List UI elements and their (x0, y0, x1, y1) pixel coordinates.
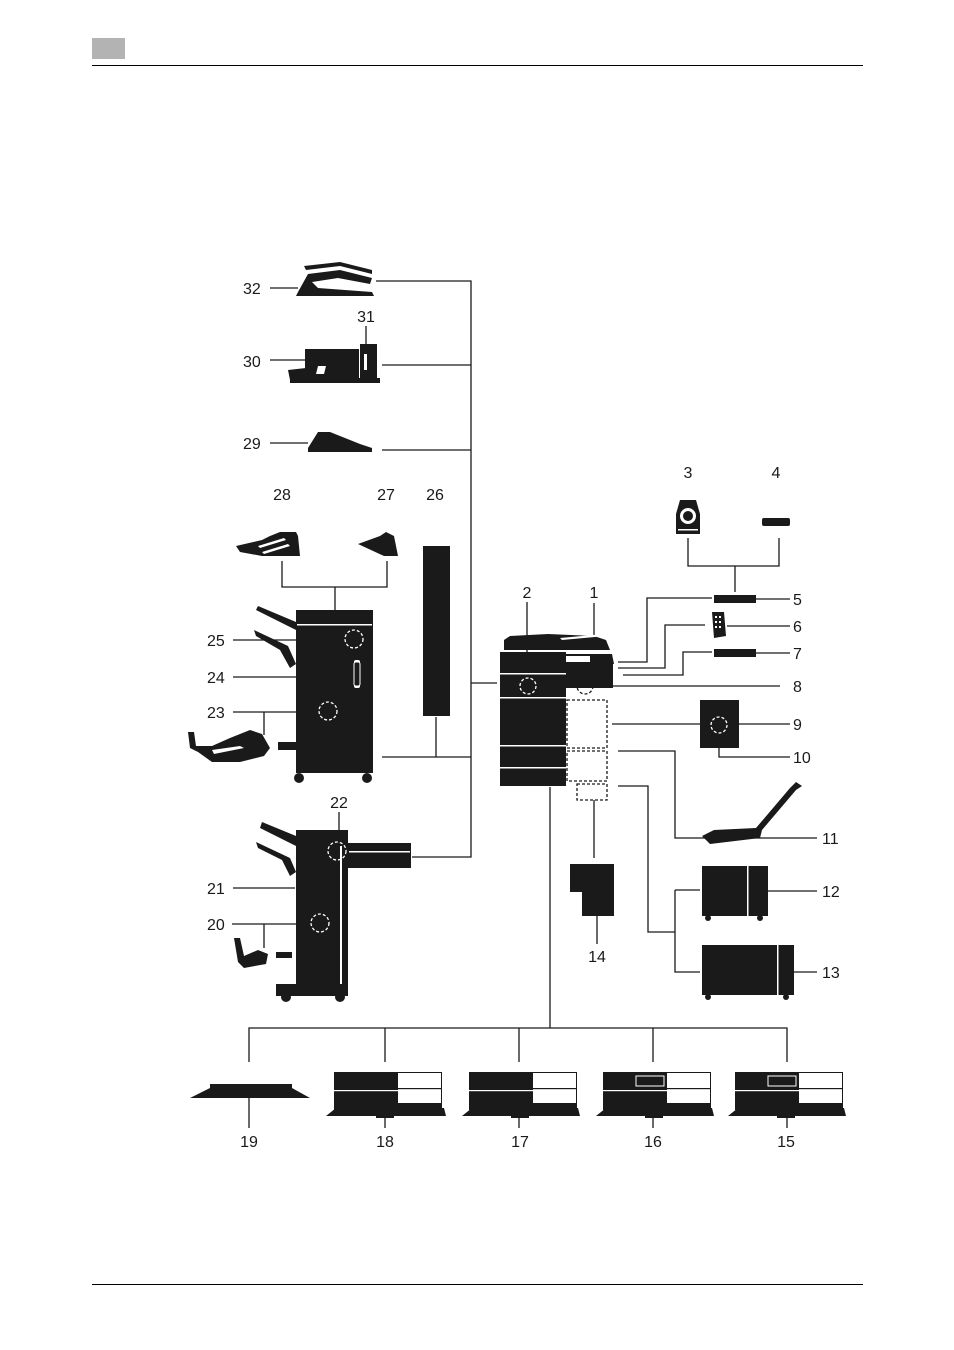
option-21-device (256, 822, 411, 1002)
callout-26: 26 (426, 487, 444, 504)
callout-15: 15 (777, 1134, 795, 1151)
option-20-device (234, 938, 292, 968)
callout-12: 12 (822, 884, 840, 901)
callout-22: 22 (330, 795, 348, 812)
callout-28: 28 (273, 487, 291, 504)
callout-17: 17 (511, 1134, 529, 1151)
callout-20: 20 (207, 917, 225, 934)
callout-29: 29 (243, 436, 261, 453)
option-30-device (288, 344, 380, 383)
option-13-device (702, 945, 794, 1000)
callout-6: 6 (793, 619, 802, 636)
option-9-device (700, 700, 739, 748)
option-4-device (762, 518, 790, 526)
callout-31: 31 (357, 309, 375, 326)
callout-32: 32 (243, 281, 261, 298)
option-5-device (714, 595, 756, 603)
callout-27: 27 (377, 487, 395, 504)
callout-1: 1 (590, 585, 599, 602)
callout-8: 8 (793, 679, 802, 696)
callout-16: 16 (644, 1134, 662, 1151)
option-6-device (712, 612, 726, 638)
option-14-device (570, 864, 614, 916)
option-7-device (714, 649, 756, 657)
callout-10: 10 (793, 750, 811, 767)
option-23-device (188, 730, 270, 762)
callout-19: 19 (240, 1134, 258, 1151)
option-24-device (254, 606, 373, 783)
callout-14: 14 (588, 949, 606, 966)
option-17-device (462, 1072, 580, 1118)
option-11-device (702, 782, 802, 844)
option-26-device (423, 546, 450, 716)
option-28-device (236, 532, 300, 556)
option-12-device (702, 866, 768, 921)
callout-11: 11 (822, 831, 839, 848)
callout-23: 23 (207, 705, 225, 722)
callout-21: 21 (207, 881, 225, 898)
callout-18: 18 (376, 1134, 394, 1151)
callout-24: 24 (207, 670, 225, 687)
callout-30: 30 (243, 354, 261, 371)
main-unit-1 (500, 634, 614, 800)
callout-2: 2 (523, 585, 532, 602)
callout-9: 9 (793, 717, 802, 734)
option-27-device (358, 532, 398, 556)
callout-4: 4 (772, 465, 781, 482)
callout-7: 7 (793, 646, 802, 663)
option-3-device (676, 500, 700, 534)
callout-3: 3 (684, 465, 693, 482)
callout-5: 5 (793, 592, 802, 609)
callout-25: 25 (207, 633, 225, 650)
option-15-device (728, 1072, 846, 1118)
option-29-device (308, 432, 372, 452)
option-18-device (326, 1072, 446, 1118)
option-32-device (296, 262, 374, 296)
option-16-device (596, 1072, 714, 1118)
callout-13: 13 (822, 965, 840, 982)
option-19-device (190, 1084, 310, 1098)
